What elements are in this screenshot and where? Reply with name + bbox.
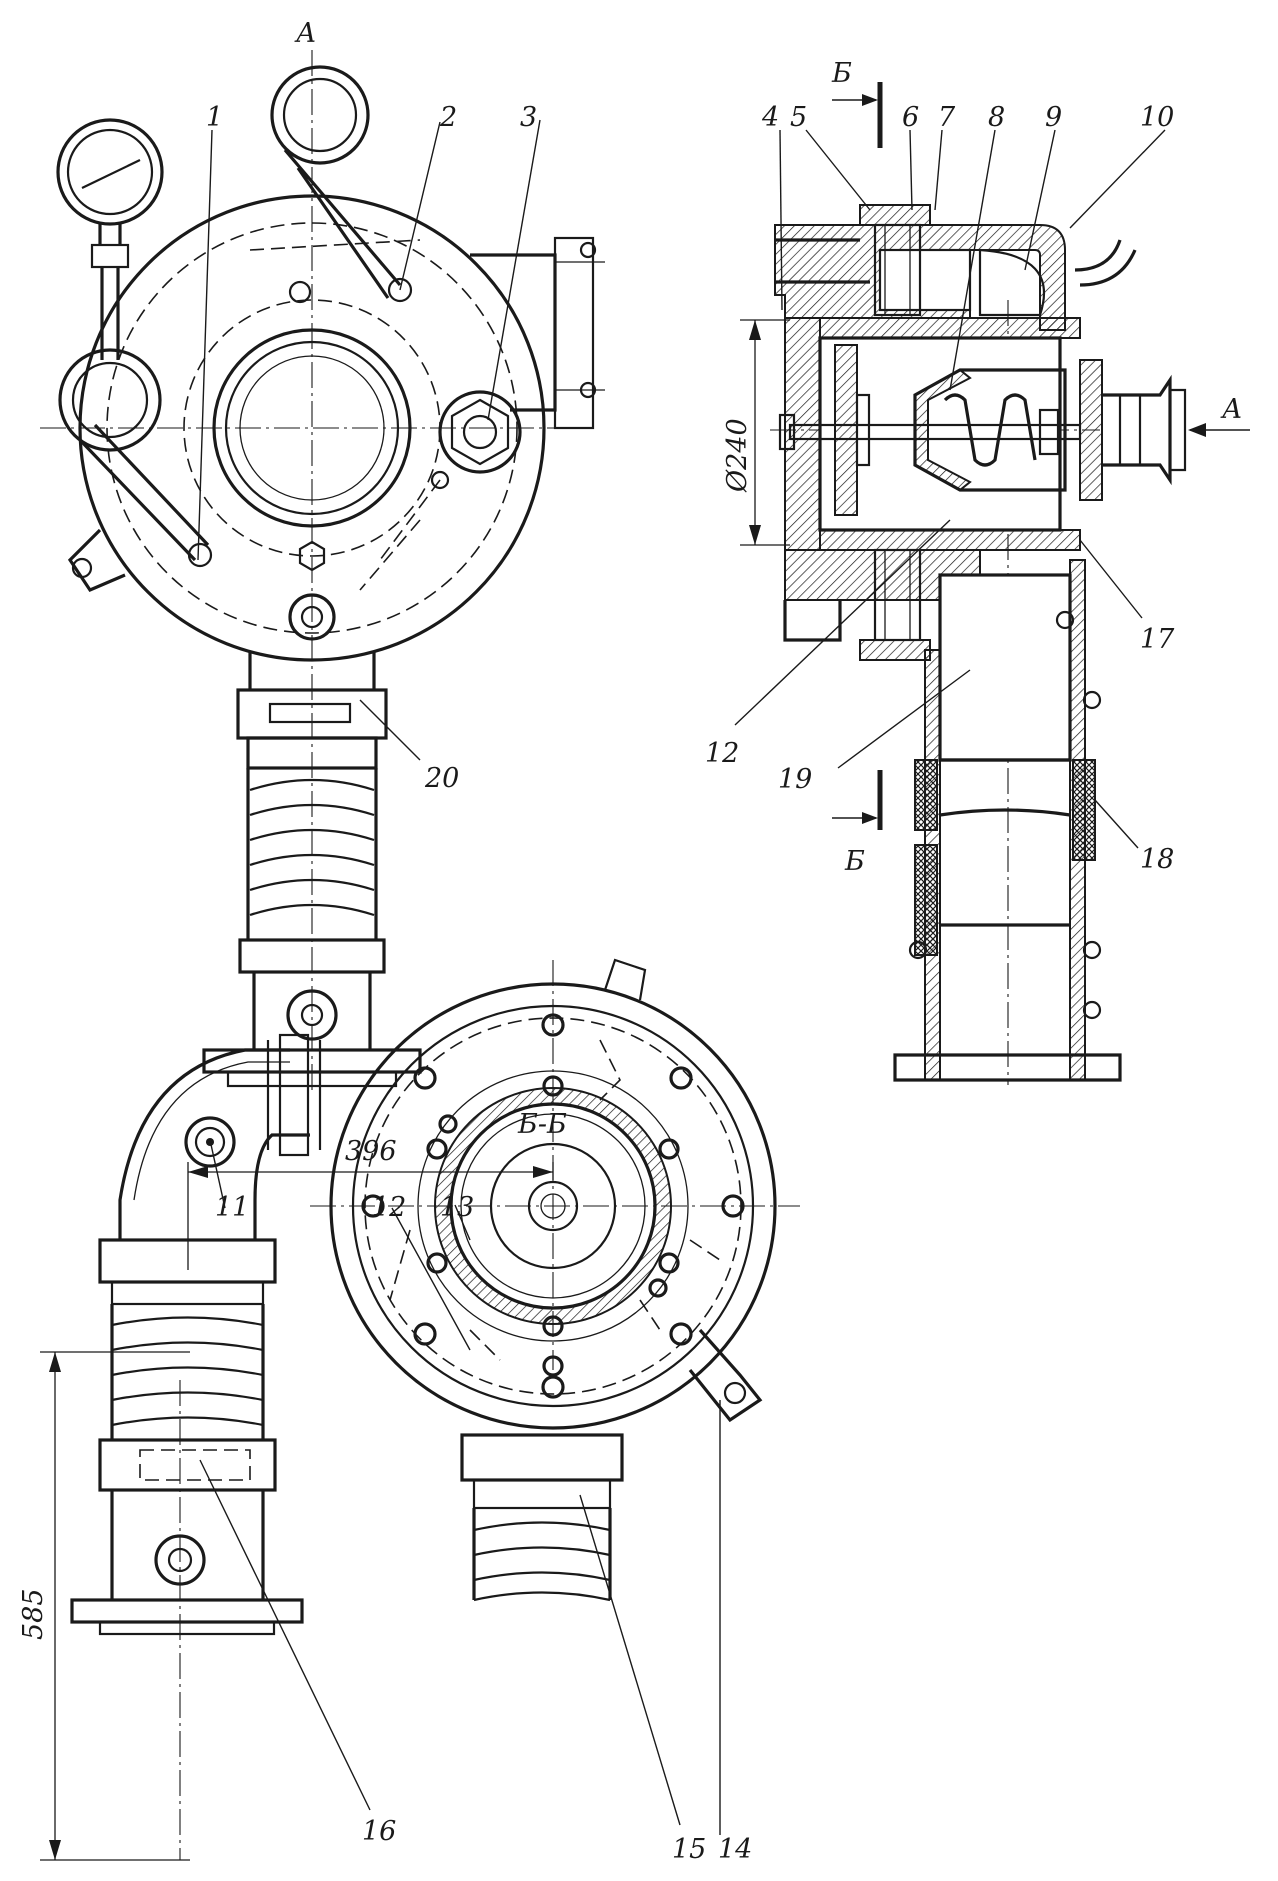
callout-18: 18 bbox=[1140, 844, 1174, 875]
bolt-ring bbox=[361, 1013, 745, 1399]
callout-19: 19 bbox=[778, 764, 812, 795]
dimension-diameter: Ø240 bbox=[722, 418, 753, 493]
callout-9: 9 bbox=[1045, 102, 1062, 133]
side-section-view bbox=[734, 82, 1250, 1085]
section-mark-top-label: Б bbox=[831, 58, 852, 89]
callout-11: 11 bbox=[215, 1192, 249, 1223]
callout-17: 17 bbox=[1140, 624, 1175, 655]
callout-16: 16 bbox=[362, 1816, 396, 1847]
labels: А Б Б А Б-Б 1 2 3 4 5 6 7 8 9 10 17 18 1… bbox=[18, 18, 1242, 1865]
callout-20: 20 bbox=[424, 763, 459, 794]
section-bb-title: Б-Б bbox=[517, 1109, 567, 1140]
section-mark-bottom-label: Б bbox=[844, 846, 865, 877]
view-a-title: А bbox=[294, 18, 316, 49]
dimension-width: 396 bbox=[345, 1136, 397, 1167]
callout-15: 15 bbox=[672, 1834, 706, 1865]
callout-2: 2 bbox=[439, 102, 457, 133]
callout-8: 8 bbox=[988, 102, 1005, 133]
callout-5: 5 bbox=[790, 102, 807, 133]
callout-13: 13 bbox=[440, 1192, 474, 1223]
callout-7: 7 bbox=[938, 102, 956, 133]
callout-4: 4 bbox=[761, 102, 779, 133]
callout-10: 10 bbox=[1140, 102, 1174, 133]
callout-3: 3 bbox=[520, 102, 537, 133]
dimension-height: 585 bbox=[18, 1588, 49, 1640]
section-bb-view bbox=[40, 958, 800, 1861]
callout-14: 14 bbox=[718, 1834, 752, 1865]
callout-6: 6 bbox=[902, 102, 919, 133]
callout-12-section: 12 bbox=[372, 1192, 406, 1223]
callout-12-side: 12 bbox=[705, 738, 739, 769]
view-a bbox=[40, 50, 605, 1090]
arrow-a-label: А bbox=[1220, 394, 1242, 425]
callout-1: 1 bbox=[206, 102, 223, 133]
